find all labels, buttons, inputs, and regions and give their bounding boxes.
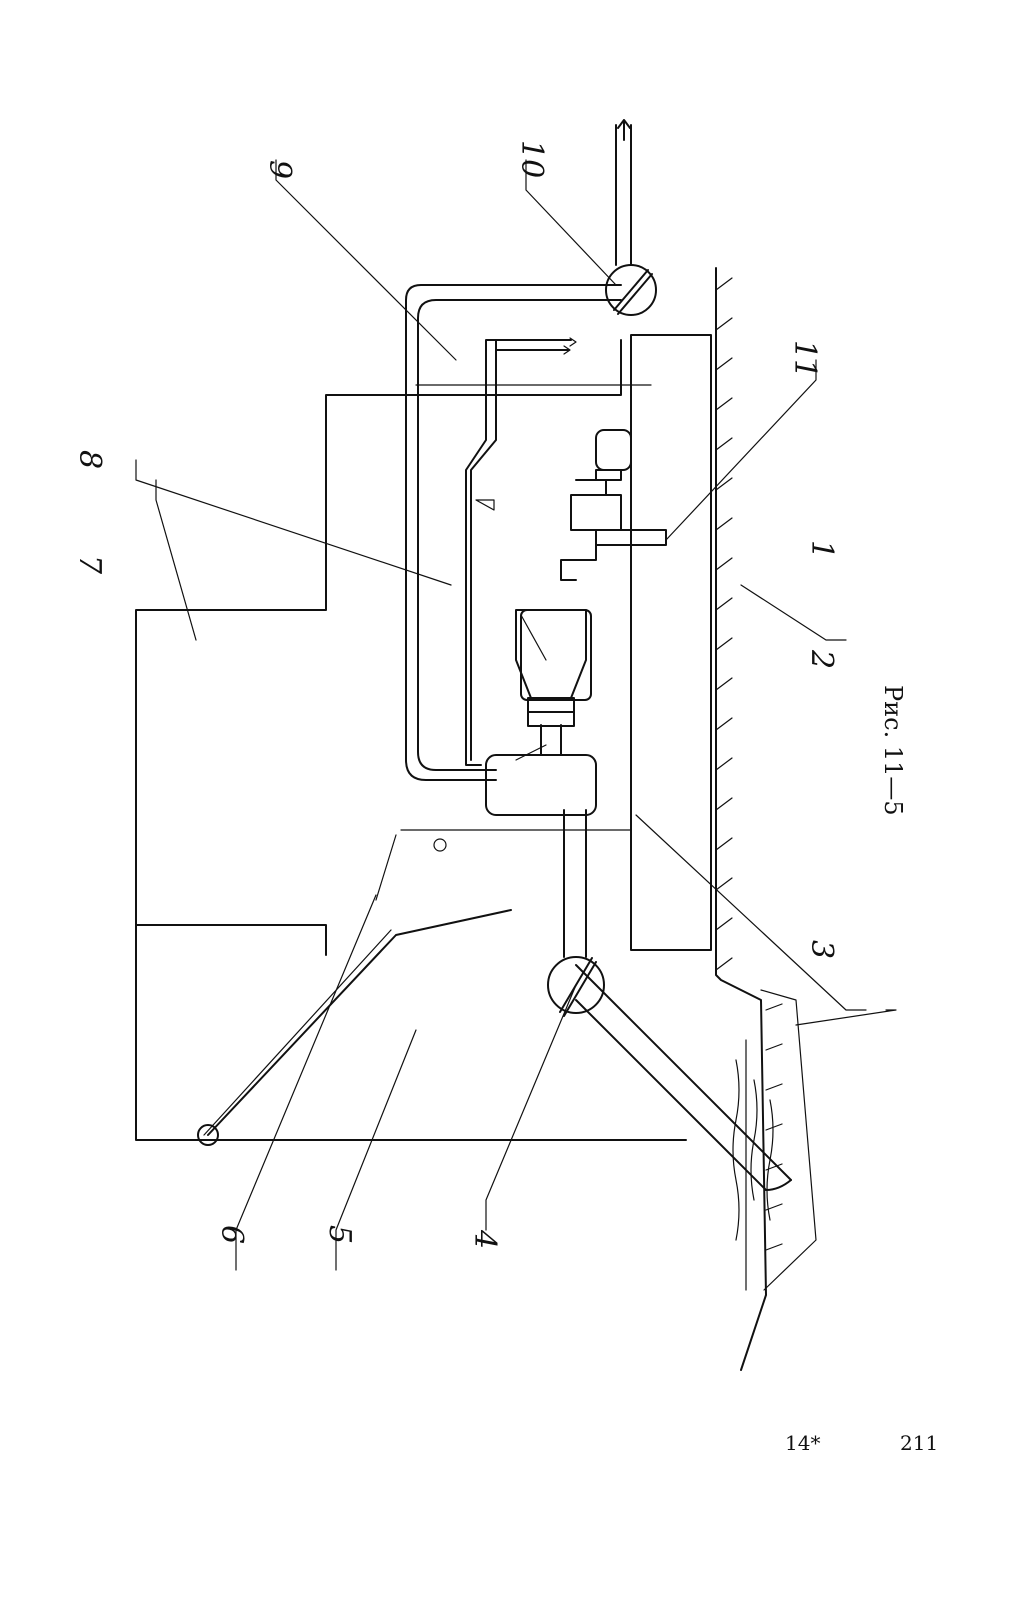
figure-caption: Рис. 11—5 — [879, 685, 907, 816]
callout-8: 8 — [72, 450, 107, 469]
callout-2: 2 — [804, 649, 839, 669]
outlet-valve — [605, 264, 657, 316]
auxiliary-pump-suction — [585, 529, 667, 546]
callout-6: 6 — [214, 1225, 249, 1244]
callout-11: 11 — [787, 340, 822, 378]
page-number: 211 — [900, 1431, 938, 1455]
callout-4: 4 — [467, 1229, 502, 1249]
foundation-slab — [630, 334, 712, 951]
main-coupling — [527, 697, 575, 756]
main-pump — [485, 754, 597, 816]
drawing — [135, 119, 897, 1371]
auxiliary-pump — [560, 429, 632, 581]
callout-7: 7 — [72, 555, 107, 575]
main-motor — [515, 609, 592, 761]
callout-3: 3 — [804, 940, 839, 959]
water-reservoir — [732, 1039, 774, 1291]
signature-mark: 14* — [785, 1431, 820, 1455]
callout-1: 1 — [804, 540, 839, 559]
callout-9: 9 — [262, 160, 297, 179]
vacuum-line — [465, 337, 577, 766]
callout-5: 5 — [322, 1225, 357, 1244]
delivery-line — [615, 124, 632, 266]
callout-10: 10 — [514, 140, 549, 178]
suction-line — [563, 809, 587, 958]
leader-lines — [135, 159, 897, 1271]
callout-labels: 1 2 3 4 5 6 7 8 9 10 11 — [72, 140, 839, 1249]
suction-pipe — [575, 964, 792, 1191]
discharge-pipe — [405, 284, 622, 781]
flow-arrow — [617, 119, 631, 141]
building-structure — [135, 339, 687, 1146]
ground-line — [715, 267, 817, 1371]
